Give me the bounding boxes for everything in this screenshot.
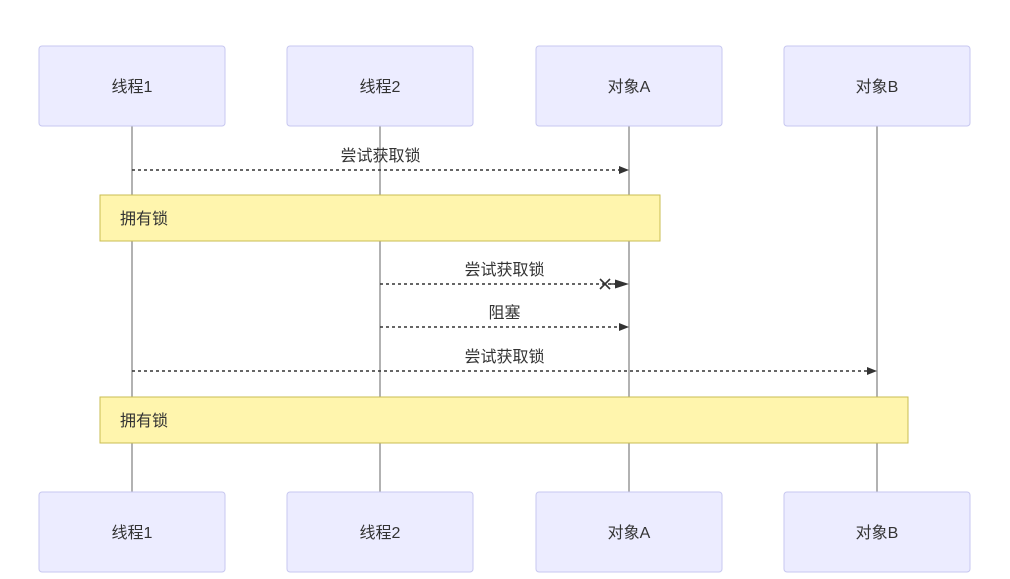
actor-oa-top[interactable]: 对象A <box>535 45 723 127</box>
message-3: 阻塞 <box>380 304 629 331</box>
message-0: 尝试获取锁 <box>132 147 629 174</box>
actor-label: 对象A <box>608 78 651 96</box>
message-label: 尝试获取锁 <box>464 348 544 366</box>
actor-box <box>38 45 226 127</box>
note-label: 拥有锁 <box>120 210 168 228</box>
actor-t2-bottom[interactable]: 线程2 <box>286 491 474 573</box>
note-box <box>99 194 661 242</box>
arrowhead-icon <box>619 323 629 331</box>
actor-label: 线程2 <box>360 524 401 542</box>
actor-box <box>286 491 474 573</box>
cross-icon-stroke <box>599 278 611 290</box>
actor-box <box>38 491 226 573</box>
actor-box <box>286 45 474 127</box>
note-box <box>99 396 909 444</box>
actor-box <box>783 45 971 127</box>
actor-label: 对象A <box>608 524 651 542</box>
actor-label: 对象B <box>856 78 899 96</box>
actor-t1-top[interactable]: 线程1 <box>38 45 226 127</box>
note-5: 拥有锁 <box>99 396 909 444</box>
actor-oa-bottom[interactable]: 对象A <box>535 491 723 573</box>
actor-label: 对象B <box>856 524 899 542</box>
actor-label: 线程1 <box>112 524 153 542</box>
actor-box <box>535 491 723 573</box>
actor-ob-bottom[interactable]: 对象B <box>783 491 971 573</box>
actor-label: 线程1 <box>112 78 153 96</box>
note-label: 拥有锁 <box>120 412 168 430</box>
arrowhead-icon <box>615 279 629 289</box>
arrowhead-icon <box>619 166 629 174</box>
message-label: 阻塞 <box>488 304 520 322</box>
message-2: 尝试获取锁 <box>380 261 629 290</box>
actor-box <box>535 45 723 127</box>
actor-label: 线程2 <box>360 78 401 96</box>
message-4: 尝试获取锁 <box>132 348 877 375</box>
message-label: 尝试获取锁 <box>464 261 544 279</box>
note-1: 拥有锁 <box>99 194 661 242</box>
arrowhead-icon <box>867 367 877 375</box>
actor-t2-top[interactable]: 线程2 <box>286 45 474 127</box>
actor-box <box>783 491 971 573</box>
actor-t1-bottom[interactable]: 线程1 <box>38 491 226 573</box>
message-label: 尝试获取锁 <box>340 147 420 165</box>
actor-ob-top[interactable]: 对象B <box>783 45 971 127</box>
